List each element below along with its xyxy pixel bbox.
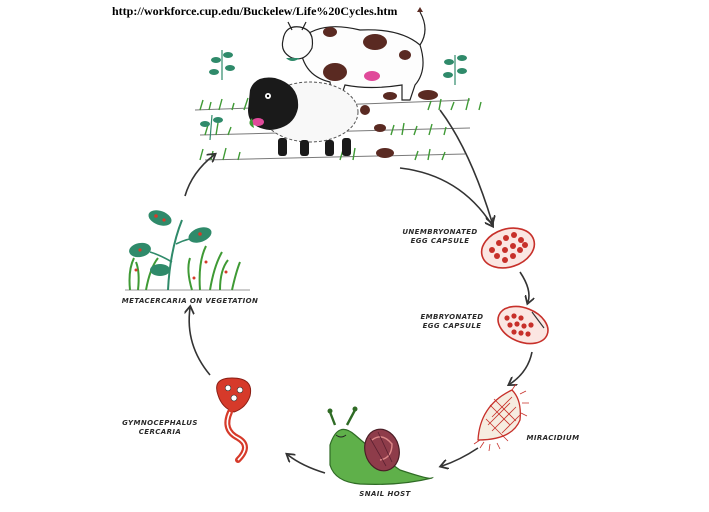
cow-host (281, 7, 426, 101)
arrow-to-snail (442, 447, 479, 466)
label-snail-host: Snail Host (359, 490, 411, 498)
sheep-host (248, 77, 438, 158)
arrow-to-hosts (184, 155, 214, 197)
label-metacercaria: Metacercaria on Vegetation (121, 297, 259, 305)
arrow-to-miracidium (510, 351, 533, 384)
source-url: http://workforce.cup.edu/Buckelew/Life%2… (112, 4, 398, 18)
label-cercaria: Gymnocephalus Cercaria (118, 419, 202, 437)
arrow-egg-to-embryonated (519, 271, 529, 302)
label-line: Embryonated (420, 313, 484, 321)
label-line: Egg Capsule (422, 322, 482, 330)
label-unembryonated-egg: Unembryonated Egg Capsule (392, 228, 488, 246)
arrow-to-egg-top (399, 167, 492, 225)
label-embryonated-egg: Embryonated Egg Capsule (410, 313, 494, 331)
snail-host (327, 406, 434, 485)
hosts-illustration (194, 7, 482, 161)
miracidium (473, 383, 529, 452)
metacercaria-vegetation (125, 210, 250, 291)
arrow-to-metacercaria (189, 308, 211, 376)
arrow-to-egg (439, 109, 492, 222)
label-line: Unembryonated (402, 228, 478, 236)
label-miracidium: Miracidium (526, 434, 580, 442)
label-line: Cercaria (138, 428, 182, 436)
arrow-to-cercaria (288, 455, 326, 474)
cycle-arrows (184, 109, 533, 474)
cercaria (216, 377, 252, 463)
label-line: Gymnocephalus (122, 419, 198, 427)
label-line: Egg Capsule (410, 237, 470, 245)
sprig-plant (200, 50, 467, 141)
unembryonated-egg (480, 227, 536, 269)
embryonated-egg (497, 305, 549, 345)
